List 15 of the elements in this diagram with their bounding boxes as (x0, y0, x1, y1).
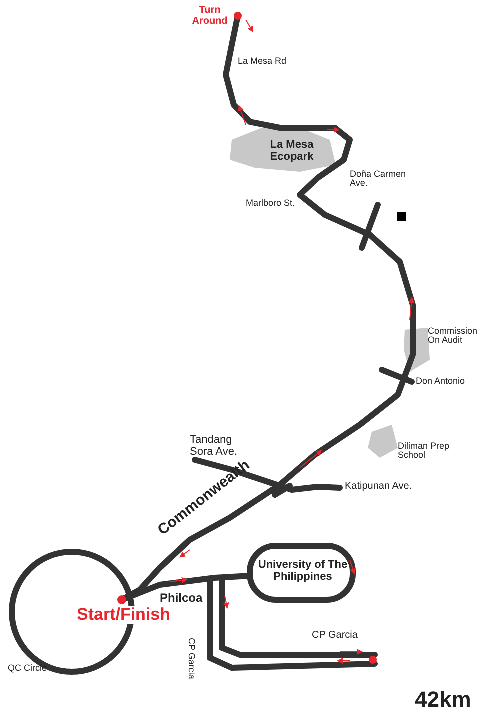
place-label: University of The Philippines (258, 560, 348, 584)
road-label: Doña Carmen Ave. (350, 170, 408, 189)
road-label: Marlboro St. (246, 199, 296, 208)
road-label: Philcoa (160, 592, 203, 605)
distance-label: 42km (415, 688, 472, 712)
road-label: La Mesa Rd (238, 57, 287, 66)
place-label: Diliman Prep School (398, 442, 451, 461)
road-label: Tandang Sora Ave. (190, 435, 238, 458)
road-label: CP Garcia (186, 638, 196, 680)
road-label: CP Garcia (312, 631, 358, 642)
road-label: Katipunan Ave. (345, 482, 412, 492)
place-label: Turn Around (191, 6, 229, 27)
place-label: La Mesa Ecopark (269, 140, 315, 164)
road-label: Don Antonio (416, 377, 466, 386)
place-label: Commission On Audit (428, 327, 479, 346)
